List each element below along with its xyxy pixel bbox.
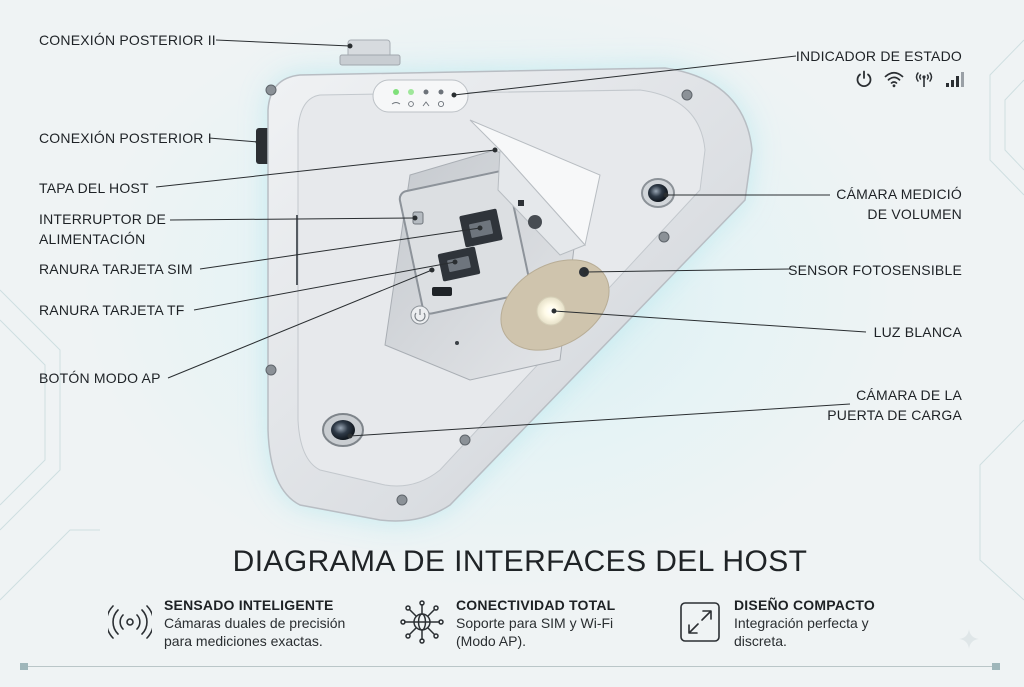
wifi-icon bbox=[884, 71, 904, 88]
label-light-sensor: SENSOR FOTOSENSIBLE bbox=[788, 262, 962, 278]
label-status-indicator: INDICADOR DE ESTADO bbox=[795, 48, 962, 64]
label-volume-camera: CÁMARA MEDICIÓ DE VOLUMEN bbox=[836, 186, 962, 222]
sparkle-icon bbox=[959, 629, 979, 649]
bottom-divider bbox=[20, 666, 1000, 667]
label-rear-connection-1: CONEXIÓN POSTERIOR I bbox=[39, 130, 212, 146]
label-host-cover: TAPA DEL HOST bbox=[39, 180, 149, 196]
diagram-title: DIAGRAMA DE INTERFACES DEL HOST bbox=[232, 545, 808, 578]
feature-description: Soporte para SIM y Wi-Fi (Modo AP). bbox=[456, 615, 614, 649]
label-rear-connection-2: CONEXIÓN POSTERIOR II bbox=[39, 32, 216, 48]
label-power-switch: INTERRUPTOR DE ALIMENTACIÓN bbox=[39, 211, 166, 247]
label-ap-mode-button: BOTÓN MODO AP bbox=[39, 370, 161, 386]
feature-description: Cámaras duales de precisión para medicio… bbox=[164, 615, 346, 649]
feature-heading: DISEÑO COMPACTO bbox=[734, 597, 875, 613]
feature-description: Integración perfecta y discreta. bbox=[734, 615, 869, 649]
network-globe-icon bbox=[400, 600, 444, 644]
status-icon-row bbox=[855, 68, 965, 90]
feature-heading: CONECTIVIDAD TOTAL bbox=[456, 597, 616, 613]
sensing-waves-icon bbox=[108, 605, 152, 639]
signal-bars-icon bbox=[945, 72, 964, 87]
feature-heading: SENSADO INTELIGENTE bbox=[164, 597, 334, 613]
divider-tick-left bbox=[20, 663, 28, 670]
antenna-icon bbox=[916, 72, 933, 87]
expand-arrows-icon bbox=[680, 602, 720, 642]
divider-tick-right bbox=[992, 663, 1000, 670]
label-white-light: LUZ BLANCA bbox=[873, 324, 962, 340]
power-icon bbox=[856, 70, 872, 88]
label-loading-door-camera: CÁMARA DE LA PUERTA DE CARGA bbox=[827, 387, 962, 423]
label-tf-slot: RANURA TARJETA TF bbox=[39, 302, 185, 318]
label-sim-slot: RANURA TARJETA SIM bbox=[39, 261, 193, 277]
